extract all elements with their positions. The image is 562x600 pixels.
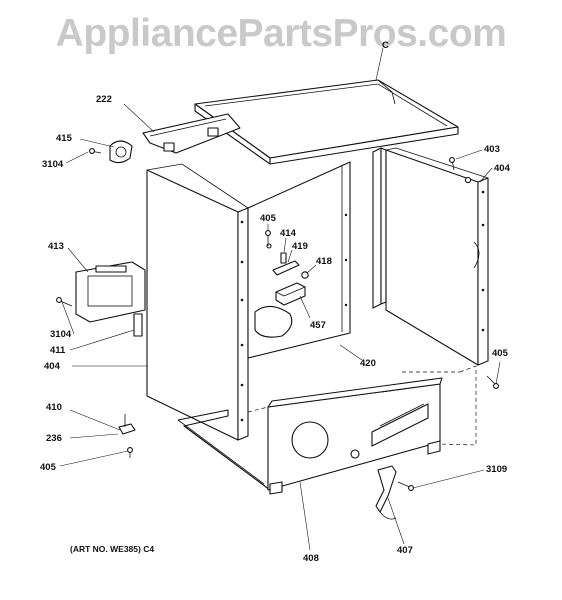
bracket-410 <box>118 414 136 435</box>
callout-236: 236 <box>46 433 62 444</box>
callout-3104-top: 3104 <box>42 159 64 170</box>
right-rear-flange <box>372 147 387 309</box>
callout-404-right: 404 <box>494 163 511 174</box>
front-channel <box>142 113 241 154</box>
callout-405-left: 405 <box>40 462 57 473</box>
right-side-panel <box>385 147 489 366</box>
callout-c-top: C <box>382 40 389 51</box>
screw-3104-top <box>89 148 102 154</box>
callout-413: 413 <box>48 241 64 252</box>
callout-405-right: 405 <box>492 348 509 359</box>
callout-403: 403 <box>484 144 500 155</box>
callout-419: 419 <box>292 241 308 252</box>
top-cover <box>194 79 459 165</box>
switch-414 <box>280 252 287 264</box>
duct-cover <box>109 140 133 164</box>
watermark-text: AppliancePartsPros.com <box>55 12 507 55</box>
screw-405-right <box>486 375 499 389</box>
callout-222: 222 <box>96 94 112 105</box>
callout-405-inner: 405 <box>260 213 277 224</box>
idler-407 <box>375 465 397 520</box>
alignment-lines <box>247 365 477 446</box>
callout-408: 408 <box>303 553 319 564</box>
callout-420: 420 <box>360 358 376 369</box>
art-number: (ART NO. WE385) C4 <box>70 544 154 554</box>
front-base <box>267 377 443 495</box>
callout-3104-left: 3104 <box>50 329 72 340</box>
filter-housing <box>75 261 146 323</box>
back-panel <box>247 161 351 359</box>
leader-lines <box>59 47 501 551</box>
screw-3104-left <box>56 297 73 307</box>
callout-407: 407 <box>397 545 413 556</box>
clip-411 <box>133 313 143 337</box>
washer-418 <box>301 271 309 279</box>
left-side-panel <box>146 163 249 441</box>
bracket-457 <box>275 282 306 306</box>
callout-404-left: 404 <box>44 361 61 372</box>
screw-403 <box>449 157 455 171</box>
callout-414: 414 <box>280 228 297 239</box>
callout-418: 418 <box>316 256 332 267</box>
callout-457: 457 <box>310 320 326 331</box>
callout-3109: 3109 <box>486 464 507 475</box>
screw-405-left <box>127 447 133 458</box>
callout-411: 411 <box>50 345 66 356</box>
switch-419 <box>272 260 300 276</box>
callout-410: 410 <box>46 402 62 413</box>
screw-3109 <box>397 481 414 491</box>
callout-415: 415 <box>56 133 73 144</box>
